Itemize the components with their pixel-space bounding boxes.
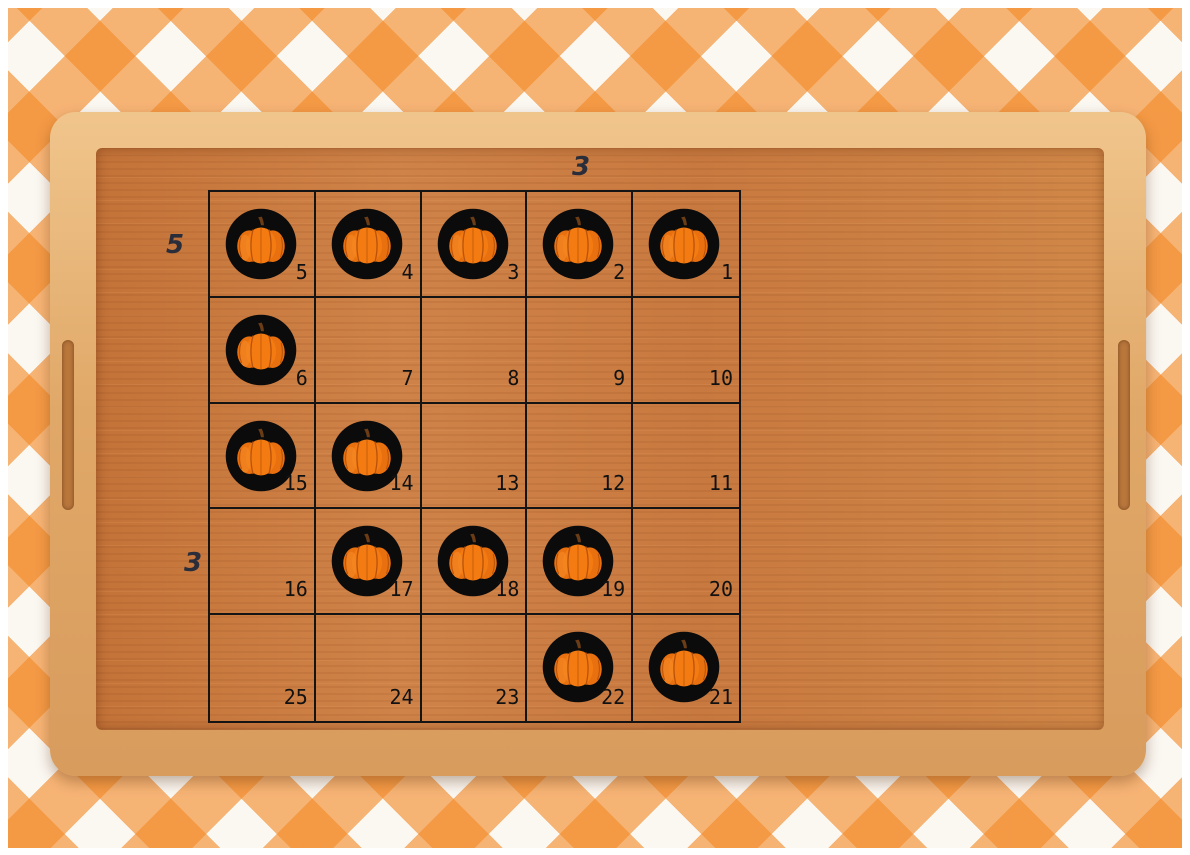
grid-cell[interactable]: 13 xyxy=(422,404,528,510)
left-clue-number-top: 5 xyxy=(166,230,184,260)
grid-cell[interactable]: 3 xyxy=(422,192,528,298)
cell-number: 10 xyxy=(709,368,733,388)
grid-cell[interactable]: 1 xyxy=(633,192,739,298)
grid-cell[interactable]: 9 xyxy=(527,298,633,404)
grid-cell[interactable]: 24 xyxy=(316,615,422,721)
grid-cell[interactable]: 11 xyxy=(633,404,739,510)
cell-number: 2 xyxy=(613,262,625,282)
grid-cell[interactable]: 16 xyxy=(210,509,316,615)
grid-cell[interactable]: 17 xyxy=(316,509,422,615)
grid-cell[interactable]: 20 xyxy=(633,509,739,615)
left-clue-number-middle: 3 xyxy=(184,548,202,578)
grid-cell[interactable]: 23 xyxy=(422,615,528,721)
cell-number: 6 xyxy=(296,368,308,388)
grid-cell[interactable]: 15 xyxy=(210,404,316,510)
cell-number: 13 xyxy=(495,473,519,493)
grid-cell[interactable]: 25 xyxy=(210,615,316,721)
grid-cell[interactable]: 18 xyxy=(422,509,528,615)
cell-number: 12 xyxy=(601,473,625,493)
cell-number: 17 xyxy=(390,579,414,599)
cell-number: 15 xyxy=(284,473,308,493)
cell-number: 14 xyxy=(390,473,414,493)
grid-cell[interactable]: 10 xyxy=(633,298,739,404)
cell-number: 9 xyxy=(613,368,625,388)
cell-number: 18 xyxy=(495,579,519,599)
cell-number: 22 xyxy=(601,687,625,707)
pumpkin-icon xyxy=(437,208,509,280)
grid-cell[interactable]: 6 xyxy=(210,298,316,404)
game-board-grid: 5 4 3 2 xyxy=(208,190,741,723)
top-clue-number: 3 xyxy=(572,152,590,182)
grid-cell[interactable]: 19 xyxy=(527,509,633,615)
grid-cell[interactable]: 22 xyxy=(527,615,633,721)
pumpkin-icon xyxy=(225,314,297,386)
cell-number: 1 xyxy=(721,262,733,282)
grid-cell[interactable]: 7 xyxy=(316,298,422,404)
grid-cell[interactable]: 5 xyxy=(210,192,316,298)
cell-number: 5 xyxy=(296,262,308,282)
pumpkin-icon xyxy=(542,208,614,280)
cell-number: 23 xyxy=(495,687,519,707)
grid-cell[interactable]: 2 xyxy=(527,192,633,298)
tray-handle-left xyxy=(62,340,74,510)
cell-number: 20 xyxy=(709,579,733,599)
cell-number: 21 xyxy=(709,687,733,707)
cell-number: 4 xyxy=(402,262,414,282)
tray-handle-right xyxy=(1118,340,1130,510)
grid-cell[interactable]: 21 xyxy=(633,615,739,721)
cell-number: 8 xyxy=(507,368,519,388)
cell-number: 25 xyxy=(284,687,308,707)
grid-cell[interactable]: 4 xyxy=(316,192,422,298)
grid-cell[interactable]: 8 xyxy=(422,298,528,404)
cell-number: 11 xyxy=(709,473,733,493)
cell-number: 19 xyxy=(601,579,625,599)
cell-number: 16 xyxy=(284,579,308,599)
pumpkin-icon xyxy=(225,208,297,280)
pumpkin-icon xyxy=(331,208,403,280)
cell-number: 3 xyxy=(507,262,519,282)
cell-number: 7 xyxy=(402,368,414,388)
cell-number: 24 xyxy=(390,687,414,707)
pumpkin-icon xyxy=(648,208,720,280)
grid-cell[interactable]: 12 xyxy=(527,404,633,510)
grid-cell[interactable]: 14 xyxy=(316,404,422,510)
